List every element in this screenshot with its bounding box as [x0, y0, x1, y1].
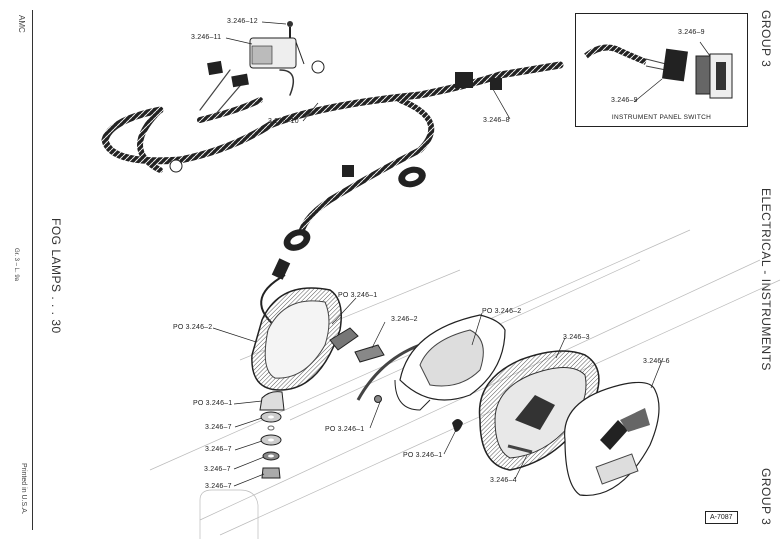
callout-bracket: 3.246–2	[391, 316, 418, 323]
connectors	[207, 60, 502, 280]
left-margin-rule	[32, 10, 33, 530]
callout-washer-1: 3.246–7	[205, 424, 232, 431]
ground-terminal	[169, 159, 183, 173]
callout-relay: 3.246–11	[191, 34, 222, 41]
ring-terminal	[311, 60, 325, 74]
callout-housing-left: PO 3.246–2	[173, 324, 213, 331]
inset-caption: INSTRUMENT PANEL SWITCH	[611, 114, 712, 121]
lamp-housing-front	[394, 314, 506, 411]
lamp-lens	[478, 350, 600, 471]
callout-relay-screw: 3.246–12	[227, 18, 258, 25]
callout-bulb: 3.246–4	[490, 477, 517, 484]
switch-illustration	[584, 41, 733, 103]
bracket-parts	[329, 327, 421, 403]
relay	[249, 37, 305, 69]
leader-lines	[212, 21, 664, 487]
callout-mount-bushing: PO 3.246–1	[193, 400, 233, 407]
inset-callout-connector: 3.246–9	[611, 97, 638, 104]
figure-number: A-7087	[705, 511, 738, 524]
callout-housing-right: PO 3.246–2	[482, 308, 522, 315]
callout-washer-3: 3.246–7	[204, 466, 231, 473]
instrument-panel-switch-inset: 3.246–9 3.246–9 INSTRUMENT PANEL SWITCH	[575, 13, 748, 127]
inset-callout-switch: 3.246–9	[678, 29, 705, 36]
callout-grommet: PO 3.246–1	[403, 452, 443, 459]
lamp-cover	[564, 381, 660, 496]
callout-small-nut: PO 3.246–1	[325, 426, 365, 433]
callout-washer-2: 3.246–7	[205, 446, 232, 453]
lamp-housing-rear	[251, 287, 342, 391]
callout-harness: 3.246–10	[268, 118, 299, 125]
callout-connector: 3.246–8	[483, 117, 510, 124]
relay-screw	[287, 21, 293, 38]
callout-bracket-clip: PO 3.246–1	[338, 292, 378, 299]
callout-cover: 3.246–6	[643, 358, 670, 365]
wiring-harness	[101, 61, 564, 243]
callout-lens: 3.246–3	[563, 334, 590, 341]
mounting-hardware	[259, 391, 285, 479]
grommet	[452, 419, 463, 432]
callout-nut: 3.246–7	[205, 483, 232, 490]
